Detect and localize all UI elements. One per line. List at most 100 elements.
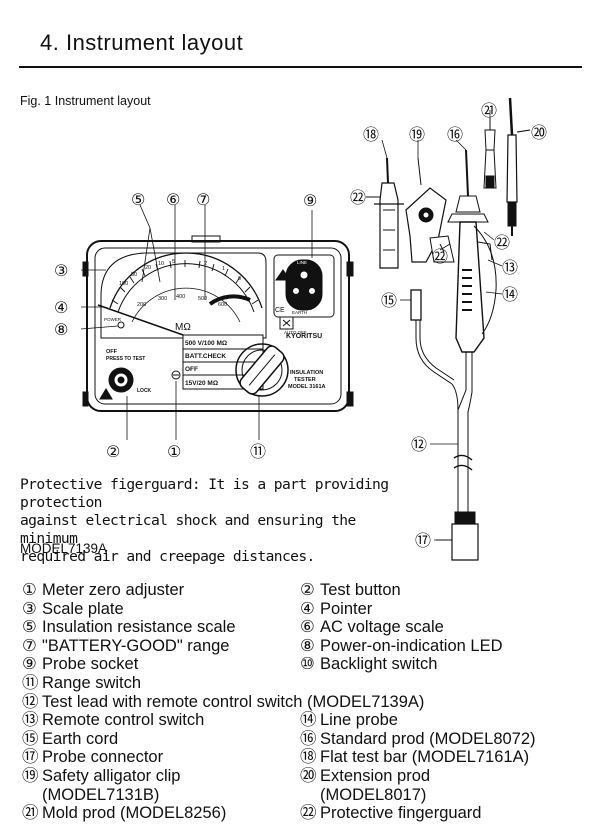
product-label: INSULATION (290, 370, 323, 376)
callout-8: ⑧ (54, 320, 68, 339)
ce-mark: CE (275, 307, 285, 314)
callout-22: ㉒ (350, 188, 366, 207)
callout-22: ㉒ (432, 247, 448, 266)
range-label: 15V/20 MΩ (185, 380, 218, 387)
figure-caption: Fig. 1 Instrument layout (20, 94, 151, 108)
legend-number: ② (300, 581, 315, 599)
warning-icon (99, 388, 113, 400)
legend-number: ⑤ (22, 618, 37, 637)
callout-3: ③ (54, 261, 68, 280)
legend-item: ⑦"BATTERY-GOOD" range (22, 637, 229, 656)
scale-number: 200 (137, 302, 146, 308)
test-button[interactable] (108, 367, 134, 393)
scale-number: 0 (238, 276, 241, 282)
legend-number: ⑪ (22, 673, 39, 692)
legend-row: (MODEL7131B) (MODEL8017) (22, 786, 592, 805)
legend-number: ⑰ (22, 748, 39, 767)
scale-number: 2 (204, 261, 207, 267)
scale-number: 500 (198, 296, 207, 302)
legend-text: Safety alligator clip (42, 766, 181, 785)
auto-off-label: AUTO OFF (284, 330, 307, 335)
scale-number: 400 (176, 294, 185, 300)
callout-14: ⑭ (502, 285, 518, 304)
legend-number: ⑨ (22, 655, 37, 674)
power-label: POWER (104, 317, 122, 322)
callout-21: ㉑ (481, 101, 497, 120)
scale-number: 300 (158, 296, 167, 302)
callout-19: ⑲ (409, 125, 425, 144)
callout-2: ② (106, 442, 120, 461)
fingerguard-note: Protective figerguard: It is a part prov… (20, 476, 415, 566)
legend-text: Probe socket (42, 655, 139, 674)
legend-text: Standard prod (MODEL8072) (320, 729, 536, 748)
legend-text: Protective fingerguard (320, 804, 482, 823)
legend-number: ⑧ (300, 636, 315, 655)
legend-text: (MODEL7131B) (42, 785, 160, 804)
legend-number: ⑭ (300, 711, 317, 730)
legend-text: Earth cord (42, 729, 119, 748)
legend-number: ⑬ (22, 711, 39, 730)
power-led (117, 321, 125, 329)
pointer (97, 304, 187, 337)
legend-number: ⑳ (300, 766, 317, 785)
backlight-switch[interactable] (279, 316, 294, 330)
callout-1: ① (167, 442, 181, 461)
legend-number: ⑲ (22, 766, 39, 785)
meter-zero-adjuster[interactable] (171, 370, 181, 380)
legend-text: Meter zero adjuster (42, 581, 185, 599)
scale-number: 600 (218, 302, 227, 308)
scale-number: 50 (131, 272, 137, 278)
legend-text: Probe connector (42, 748, 164, 767)
note-line: against electrical shock and ensuring th… (20, 512, 356, 547)
probe-socket (273, 254, 335, 318)
section-heading: 4. Instrument layout (40, 30, 244, 55)
lock-label: LOCK (137, 388, 152, 394)
probe-callout-leaders (368, 110, 531, 541)
legend-item: (MODEL7131B) (22, 786, 159, 805)
product-label: MODEL 3161A (288, 384, 326, 390)
scale-number: 1 (222, 266, 225, 272)
legend-number: ⑫ (22, 692, 39, 711)
callout-18: ⑱ (363, 125, 379, 144)
legend-text: Backlight switch (320, 655, 438, 674)
legend-text: Pointer (320, 599, 373, 618)
callout-5: ⑤ (131, 190, 145, 209)
legend-text: (MODEL8017) (320, 785, 427, 804)
callout-16: ⑯ (447, 125, 463, 144)
legend-item: (MODEL8017) (300, 786, 426, 805)
legend-text: Test button (320, 581, 401, 599)
legend-number: ⑥ (300, 618, 315, 637)
socket-label: EARTH (292, 310, 307, 315)
range-label: OFF (185, 366, 198, 373)
test-lead-cable (451, 352, 479, 561)
switch-label: PRESS TO TEST (106, 356, 145, 362)
legend-number: ③ (22, 599, 37, 618)
mold-prod (483, 118, 497, 189)
line-probe (447, 149, 497, 353)
range-switch[interactable] (235, 343, 289, 397)
safety-alligator-clip (405, 157, 455, 263)
range-label: BATT.CHECK (185, 353, 226, 360)
legend-item: ② Test button (300, 581, 401, 600)
legend-text: Line probe (320, 711, 398, 730)
scale-number: 20 (145, 265, 151, 271)
callout-6: ⑥ (166, 190, 180, 209)
callout-15: ⑮ (381, 291, 397, 310)
